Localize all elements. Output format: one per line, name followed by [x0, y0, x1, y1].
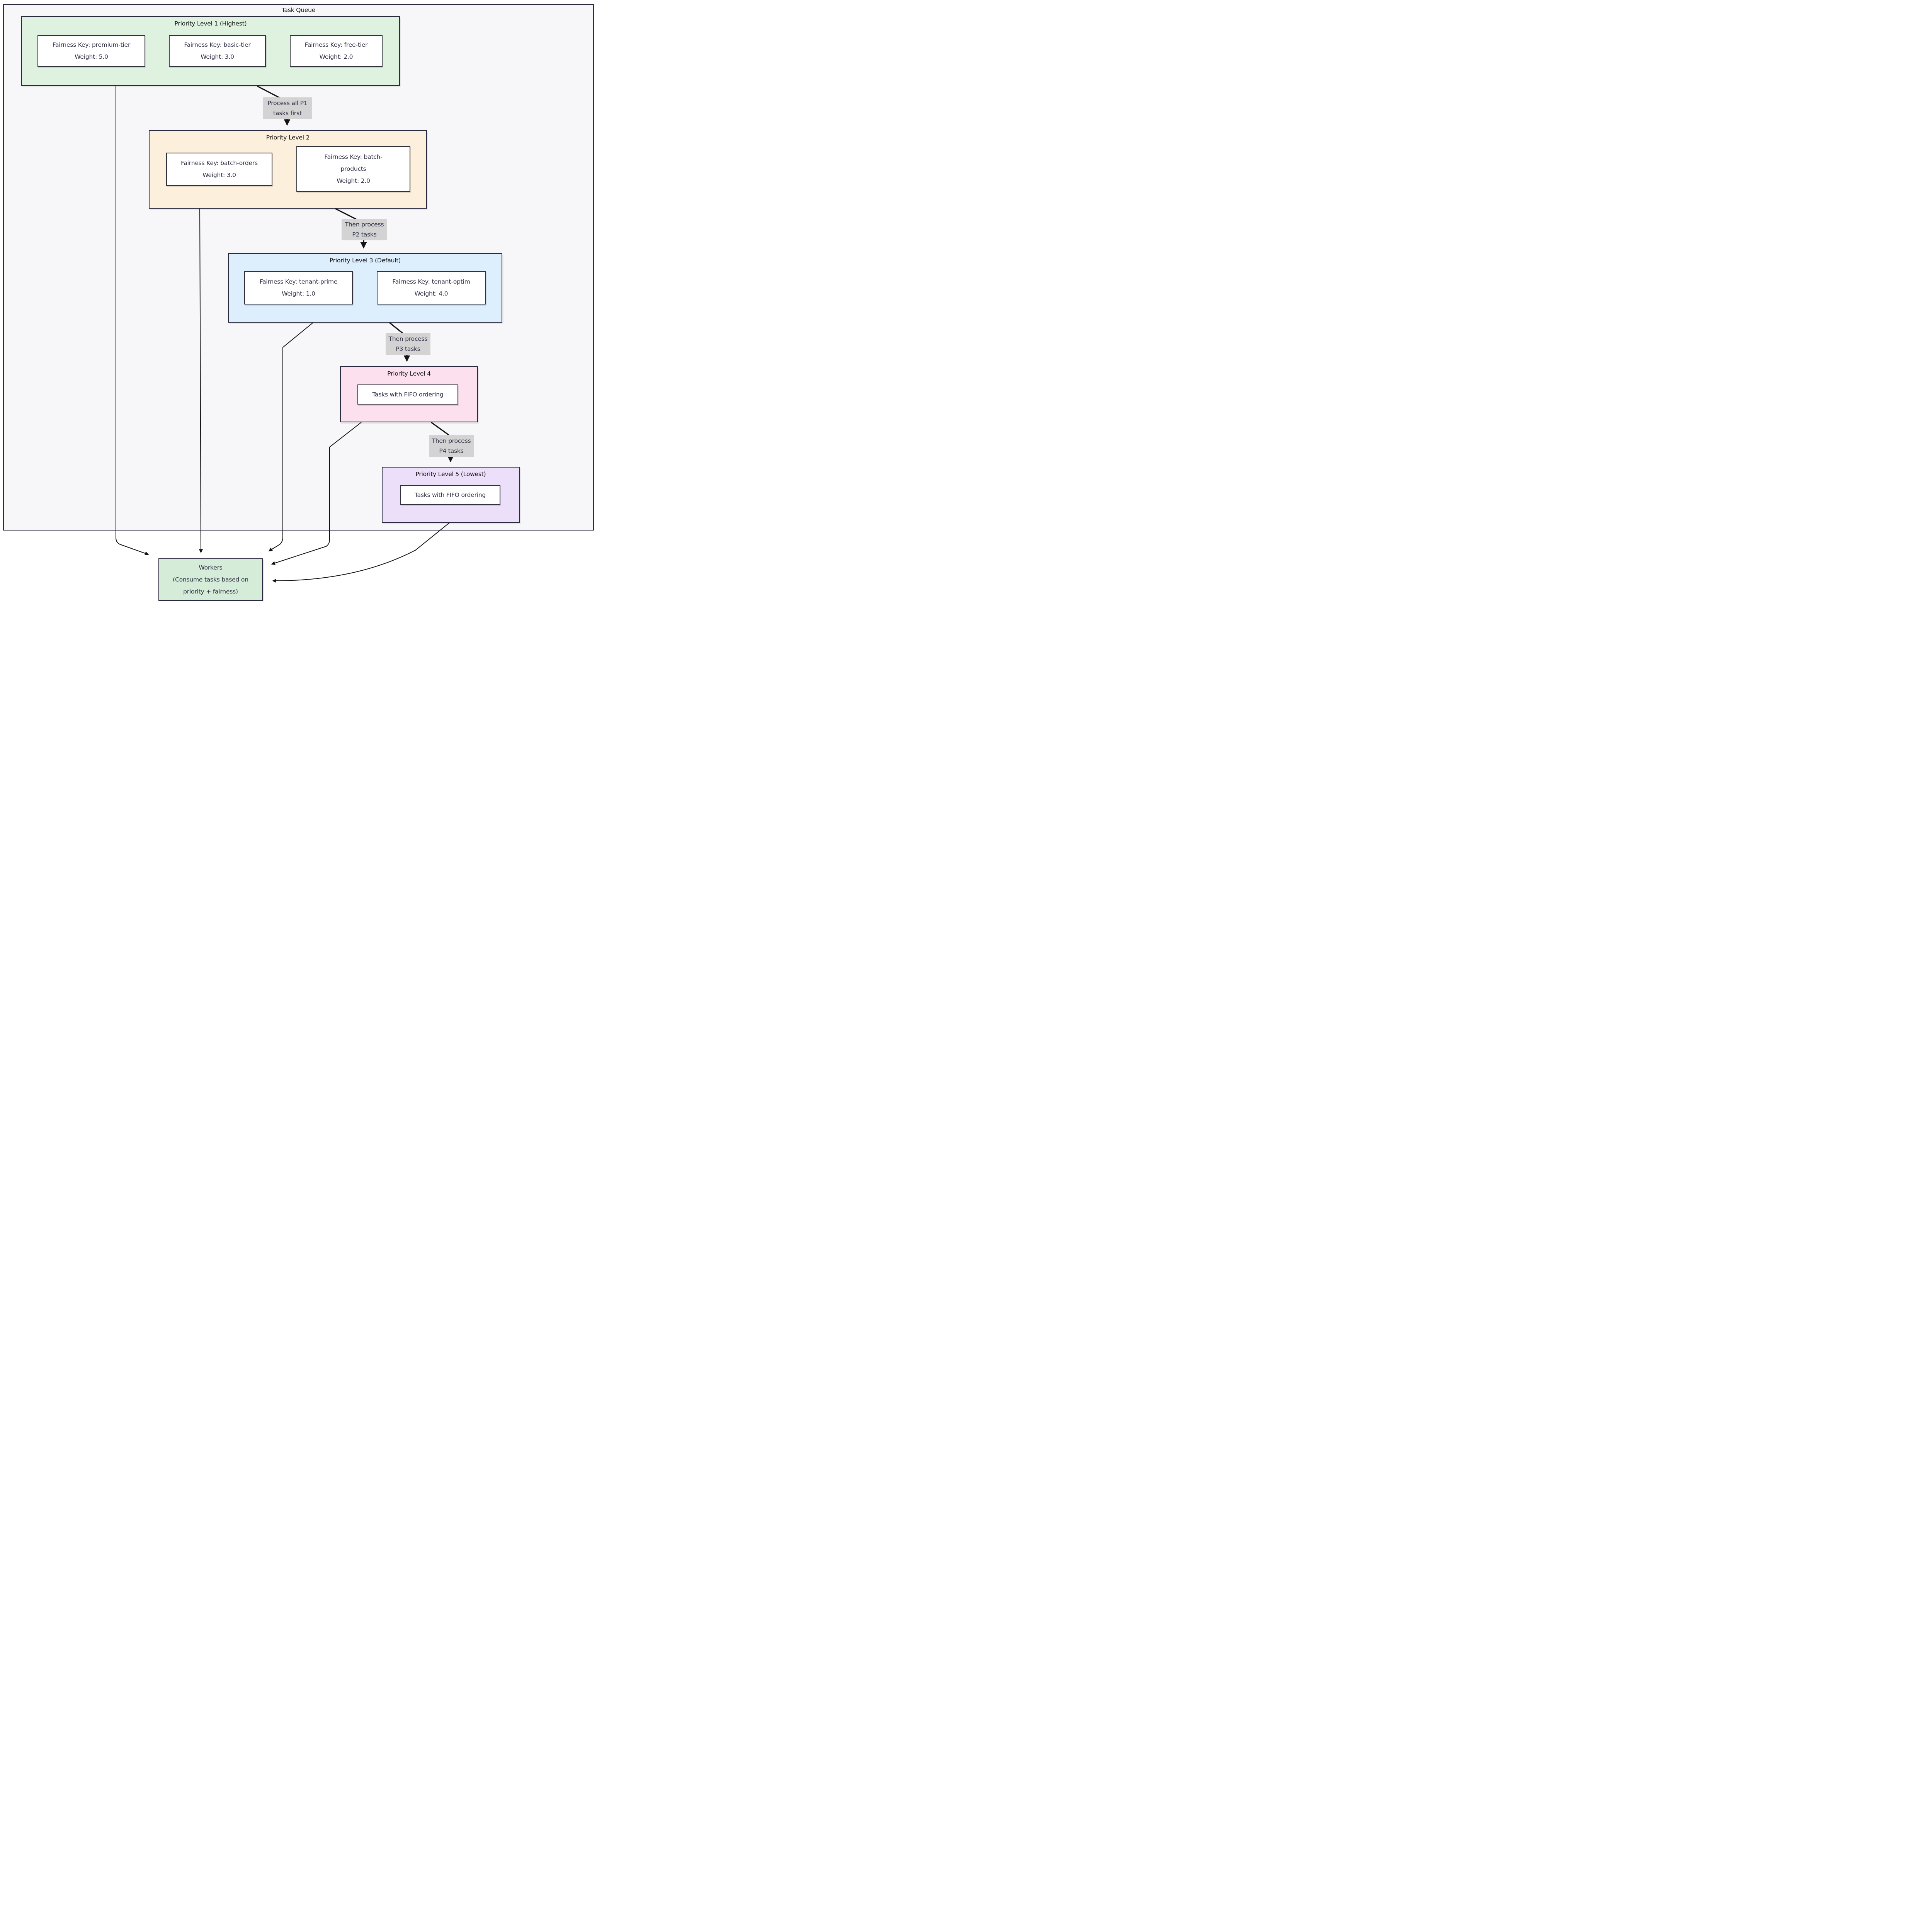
node-tenant-optim: Fairness Key: tenant-optim Weight: 4.0 [377, 271, 486, 304]
subgraph-priority-2-title: Priority Level 2 [266, 134, 310, 141]
subgraph-priority-3-title: Priority Level 3 (Default) [329, 257, 401, 264]
edge-label-process-p3: Then process P3 tasks [386, 333, 430, 355]
edge-label-process-p1: Process all P1 tasks first [263, 97, 312, 119]
task-queue-title: Task Queue [281, 7, 316, 14]
node-basic-tier: Fairness Key: basic-tier Weight: 3.0 [169, 35, 266, 67]
node-line: Weight: 2.0 [337, 177, 370, 184]
node-line: Weight: 1.0 [282, 290, 315, 297]
edge-label-process-p4: Then process P4 tasks [429, 435, 474, 457]
edge-label-line: Then process [388, 335, 428, 342]
node-tenant-prime: Fairness Key: tenant-prime Weight: 1.0 [244, 271, 353, 304]
edge-label-line: Process all P1 [267, 100, 308, 107]
node-line: products [340, 165, 366, 172]
task-queue-diagram: Task Queue Priority Level 1 (Highest) Fa… [0, 0, 596, 601]
node-line: Fairness Key: tenant-prime [259, 278, 338, 285]
node-batch-orders: Fairness Key: batch-orders Weight: 3.0 [166, 153, 272, 186]
node-line: Fairness Key: tenant-optim [392, 278, 470, 285]
edge-label-line: tasks first [273, 110, 302, 117]
node-premium-tier: Fairness Key: premium-tier Weight: 5.0 [37, 35, 145, 67]
node-line: Weight: 3.0 [201, 53, 234, 60]
node-line: Fairness Key: batch-orders [181, 160, 258, 167]
subgraph-priority-1-title: Priority Level 1 (Highest) [174, 20, 247, 27]
node-line: Weight: 4.0 [414, 290, 448, 297]
node-line: (Consume tasks based on [173, 576, 248, 583]
node-line: Weight: 3.0 [202, 172, 236, 179]
edge-label-process-p2: Then process P2 tasks [342, 219, 387, 240]
node-p5-fifo: Tasks with FIFO ordering [400, 485, 500, 505]
arrow-p5-to-workers [272, 522, 450, 583]
node-line: Fairness Key: premium-tier [52, 41, 131, 48]
node-workers: Workers (Consume tasks based on priority… [158, 558, 263, 601]
node-line: Tasks with FIFO ordering [414, 491, 486, 498]
edge-label-line: P2 tasks [352, 231, 377, 238]
node-line: Fairness Key: basic-tier [184, 41, 251, 48]
edge-label-line: Then process [345, 221, 384, 228]
node-line: Tasks with FIFO ordering [372, 391, 444, 398]
node-line: Weight: 5.0 [75, 53, 108, 60]
node-batch-products: Fairness Key: batch- products Weight: 2.… [296, 146, 410, 192]
node-p4-fifo: Tasks with FIFO ordering [357, 384, 458, 405]
edge-label-line: Then process [432, 437, 471, 444]
subgraph-priority-4-title: Priority Level 4 [387, 370, 431, 377]
edge-label-line: P3 tasks [396, 345, 420, 352]
node-line: priority + fairness) [183, 588, 238, 595]
node-line: Fairness Key: free-tier [304, 41, 368, 48]
edge-label-line: P4 tasks [439, 447, 464, 454]
node-line: Weight: 2.0 [319, 53, 353, 60]
node-free-tier: Fairness Key: free-tier Weight: 2.0 [290, 35, 383, 67]
subgraph-priority-5-title: Priority Level 5 (Lowest) [415, 471, 486, 478]
node-line: Workers [199, 564, 223, 571]
node-line: Fairness Key: batch- [324, 153, 383, 160]
